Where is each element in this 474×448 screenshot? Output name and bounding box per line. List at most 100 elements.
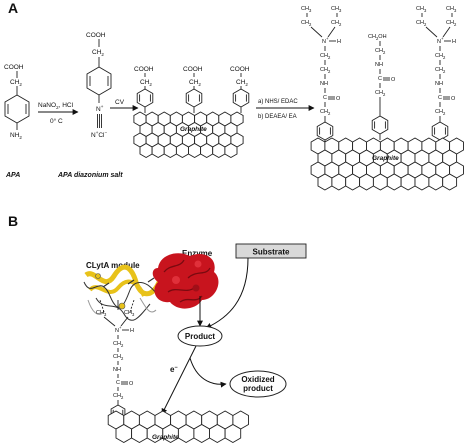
- step1-temperature: 0° C: [50, 117, 63, 125]
- svg-text:O: O: [129, 381, 134, 387]
- svg-text:CH3: CH3: [96, 310, 107, 317]
- panel-b-label: B: [8, 213, 18, 229]
- svg-text:C: C: [323, 95, 327, 101]
- apa-ch2: CH2: [10, 79, 22, 87]
- electron-label: e−: [170, 365, 178, 374]
- svg-text:CH2: CH2: [113, 354, 124, 361]
- svg-text:N+: N+: [322, 36, 329, 45]
- svg-text:NH: NH: [435, 81, 443, 87]
- step2-arrow-group: CV: [110, 99, 139, 111]
- svg-text:CH2: CH2: [113, 341, 124, 348]
- diazonium-benzene-ring: [86, 66, 112, 96]
- svg-text:CH2: CH2: [375, 48, 386, 55]
- apa-caption: APA: [5, 172, 20, 179]
- svg-text:NH: NH: [320, 81, 328, 87]
- diazonium-ch2: CH2: [92, 49, 104, 57]
- svg-text:H: H: [337, 39, 341, 45]
- step3-reagent-2: b) DEAEA/ EA: [258, 114, 297, 120]
- graphite-hexagon: [400, 173, 416, 191]
- svg-text:C: C: [116, 380, 120, 386]
- product-label: Product: [185, 332, 216, 341]
- step1-reagents: NaNO2, HCl: [38, 102, 74, 110]
- graphite-hexagon: [200, 142, 214, 159]
- step1-arrow-group: NaNO2, HCl 0° C: [38, 102, 79, 125]
- svg-text:CH2: CH2: [375, 90, 386, 97]
- diazonium-caption: APA diazonium salt: [57, 172, 123, 179]
- graphite-sheet-b: [107, 410, 249, 444]
- oxidized-label-line1: Oxidized: [241, 375, 274, 384]
- graphite-hexagon: [139, 142, 153, 159]
- graphite-hexagon: [331, 173, 347, 191]
- graphite-hexagon: [224, 142, 238, 159]
- enzyme-graphic: [152, 253, 219, 309]
- svg-text:CH2: CH2: [331, 20, 342, 27]
- diazonium-molecule: COOH CH2 N+ N+Cl− APA diazonium salt: [57, 32, 123, 179]
- diazonium-n-cl: N+Cl−: [91, 130, 107, 139]
- svg-text:CH2: CH2: [301, 20, 312, 27]
- step2-label: CV: [115, 99, 125, 106]
- graphite-sheet-a2: [310, 137, 464, 191]
- graphite-hexagon: [177, 423, 195, 444]
- graphite-hexagon: [386, 173, 402, 191]
- svg-text:CH3: CH3: [331, 6, 342, 13]
- svg-text:CH2: CH2: [435, 67, 446, 74]
- svg-text:CH2: CH2: [416, 20, 427, 27]
- graphite-hexagon: [428, 173, 444, 191]
- svg-text:CH2: CH2: [435, 53, 446, 60]
- step3-reagent-1: a) NHS/ EDAC: [258, 99, 298, 105]
- svg-text:C: C: [438, 95, 442, 101]
- graphite-hexagon: [359, 173, 374, 191]
- graphite-hexagon: [224, 423, 242, 444]
- grafted-surface-label: Graphite: [180, 126, 207, 133]
- oxidation-arrow: [189, 357, 227, 388]
- clyta-module-graphic: [83, 264, 163, 321]
- svg-text:CH2: CH2: [446, 20, 457, 27]
- svg-text:CH2: CH2: [320, 109, 331, 116]
- panel-b-surface-label: Graphite: [152, 434, 179, 441]
- substrate-label: Substrate: [253, 248, 290, 257]
- apa-nh2: NH2: [10, 132, 22, 140]
- graphite-hexagon: [372, 173, 388, 191]
- graphite-hexagon: [115, 423, 133, 444]
- svg-text:H: H: [452, 39, 456, 45]
- clyta-label: CLytA module: [86, 261, 140, 270]
- graphite-hexagon: [442, 173, 458, 191]
- svg-text:CH2: CH2: [113, 393, 124, 400]
- graphite-hexagon: [151, 142, 165, 159]
- svg-text:CH2: CH2: [320, 67, 331, 74]
- grafted-cooh-1: COOH: [134, 66, 154, 73]
- svg-text:N+: N+: [437, 36, 444, 45]
- grafted-cooh-3: COOH: [230, 66, 250, 73]
- substrate-to-product-arrow: [205, 257, 249, 329]
- diazonium-cooh: COOH: [86, 32, 106, 39]
- graphite-hexagon: [212, 142, 226, 159]
- oxidized-product-ellipse: [229, 370, 287, 398]
- enzyme-label: Enzyme: [182, 249, 213, 258]
- graphite-hexagon: [193, 423, 210, 444]
- svg-text:O: O: [451, 96, 456, 102]
- grafted-ch2-1: CH2: [140, 79, 152, 87]
- graphite-hexagon: [175, 142, 189, 159]
- svg-text:NH: NH: [113, 367, 121, 373]
- panel-a-label: A: [8, 0, 18, 16]
- svg-text:N+: N+: [115, 325, 122, 334]
- grafted-cooh-2: COOH: [183, 66, 203, 73]
- svg-text:CH3: CH3: [124, 310, 135, 317]
- diazonium-n-plus: N+: [96, 104, 104, 113]
- graphite-hexagon: [163, 142, 177, 159]
- apa-molecule: COOH CH2 NH2 APA: [4, 64, 30, 179]
- graphite-hexagon: [317, 173, 333, 191]
- product-ellipse: [177, 325, 223, 347]
- graphite-hexagon: [131, 423, 148, 444]
- svg-text:CH3: CH3: [416, 6, 427, 13]
- grafted-ch2-2: CH2: [189, 79, 201, 87]
- graphite-hexagon: [188, 142, 202, 159]
- svg-text:CH3: CH3: [301, 6, 312, 13]
- svg-text:CH2: CH2: [320, 53, 331, 60]
- grafted-ch2-3: CH2: [236, 79, 248, 87]
- electron-transfer-arrow: [161, 345, 197, 415]
